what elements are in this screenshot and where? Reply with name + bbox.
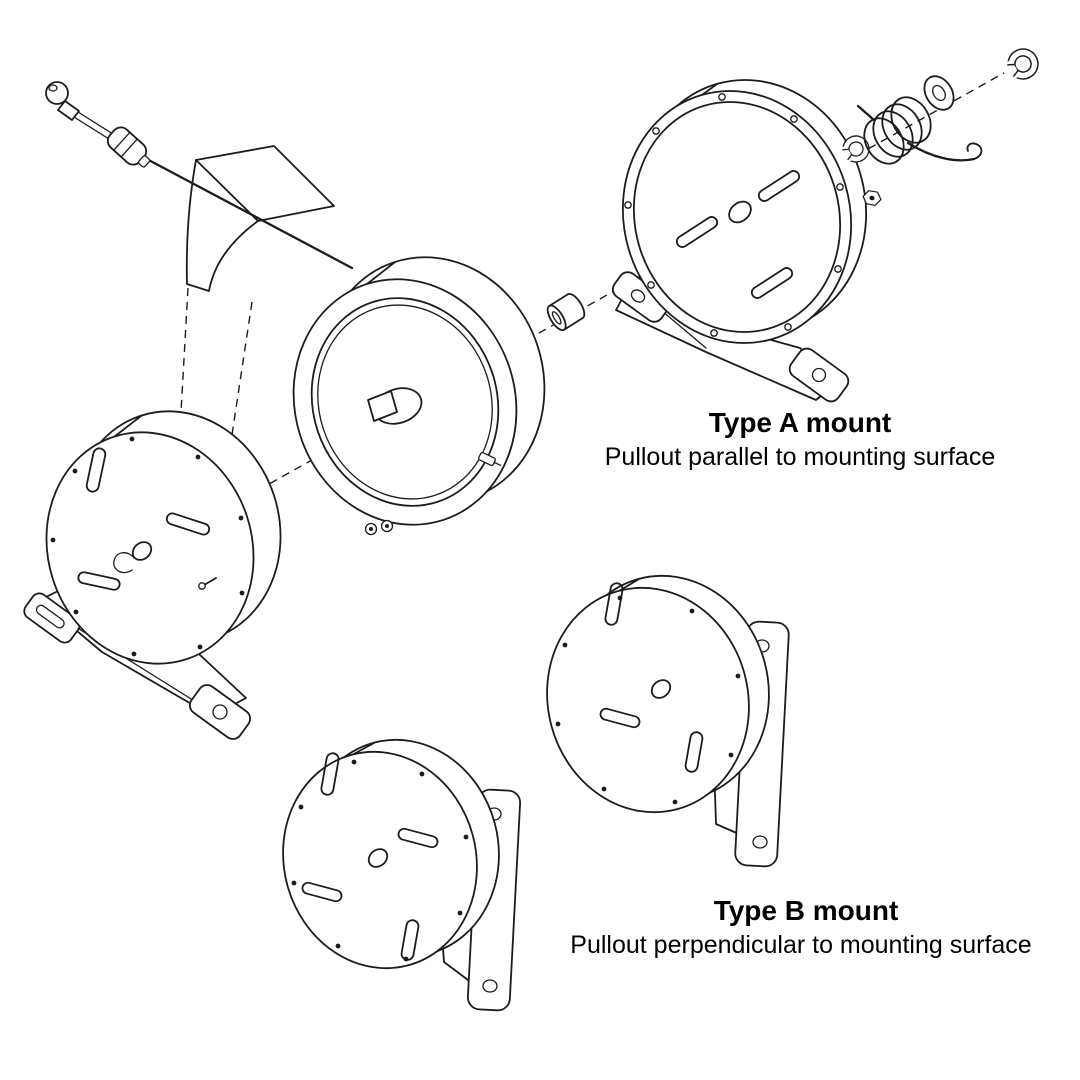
bracket-bolt-hole — [482, 979, 498, 993]
pull-cable — [141, 155, 354, 270]
rim-rivet-dots — [555, 595, 741, 805]
retaining-clip-large — [1000, 48, 1039, 82]
plate-front-face — [282, 750, 478, 970]
retaining-clip-small — [836, 135, 870, 165]
foot-slot-hole — [35, 604, 65, 629]
label-type-a-title: Type A mount — [709, 407, 892, 438]
spool-groove-rim — [310, 297, 500, 507]
spring-housing-type-a — [611, 79, 868, 403]
pull-cable-assembly — [45, 81, 354, 270]
set-screw — [198, 577, 217, 590]
plate-slots — [599, 582, 704, 773]
foot-bolt-hole — [630, 289, 646, 303]
center-shaft-hole — [650, 679, 672, 699]
assembly-axis-dashed-line — [159, 63, 1021, 546]
plate-slots — [301, 752, 439, 961]
reel-assembly-type-a — [23, 410, 282, 740]
spring-long-leg — [906, 141, 976, 162]
label-type-b-title: Type B mount — [714, 895, 899, 926]
housing-inner-rim — [632, 101, 842, 333]
c-clip — [113, 552, 135, 574]
spool-fasteners — [364, 519, 394, 536]
type-a-foot-right — [188, 684, 252, 740]
spring-leg-hook — [966, 142, 983, 160]
reel-assembly-type-b-front — [282, 738, 522, 1012]
cable-ball-end — [45, 81, 114, 140]
cable-anchor-fitting — [478, 452, 502, 466]
reel-assembly-type-b-rear — [546, 574, 790, 868]
cable-adjuster-knob — [106, 126, 151, 168]
torsion-spring — [856, 96, 983, 165]
reel-spool — [292, 256, 546, 536]
cover-alignment-dashed-lines — [179, 287, 253, 449]
housing-center-hole — [728, 200, 752, 224]
housing-slots — [675, 170, 801, 299]
square-drive-shaft — [367, 390, 398, 422]
hex-nut — [862, 190, 882, 206]
flat-washer — [923, 75, 955, 111]
label-type-a-subtitle: Pullout parallel to mounting surface — [605, 443, 996, 471]
label-type-b-subtitle: Pullout perpendicular to mounting surfac… — [570, 931, 1031, 959]
plate-front-face — [45, 431, 255, 665]
spacer-bushing — [546, 292, 586, 332]
plate-slots — [77, 447, 211, 591]
center-shaft-hole — [367, 848, 389, 868]
stand-foot-right — [788, 347, 850, 403]
foot-bolt-hole — [811, 367, 827, 383]
rim-rivet-dots — [50, 436, 245, 657]
bracket-bolt-hole — [752, 835, 768, 849]
foot-bolt-hole — [212, 704, 228, 720]
housing-bolt-holes — [624, 93, 844, 337]
housing-front-face — [621, 90, 853, 344]
spring-short-leg — [856, 104, 876, 122]
